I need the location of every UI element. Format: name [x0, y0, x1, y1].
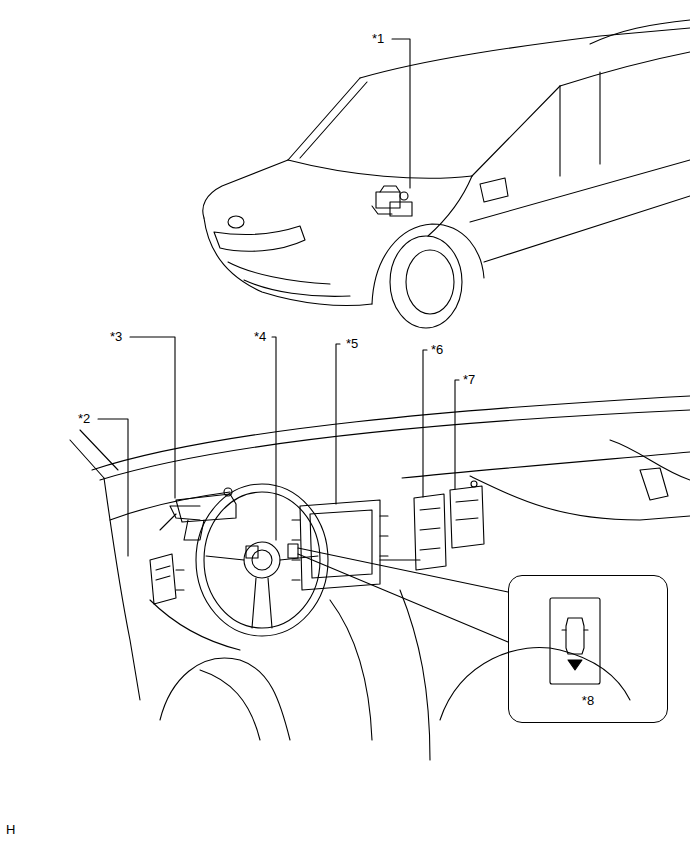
airbag-module [160, 488, 236, 540]
switch [288, 544, 298, 558]
inset-box: *8 [508, 575, 668, 723]
callout-number: *8 [509, 693, 667, 709]
callout-number: *1 [372, 31, 384, 47]
dash-top [100, 410, 690, 480]
seat [440, 648, 630, 720]
steering-wheel [196, 484, 328, 636]
headlight [214, 226, 305, 251]
bumper-line [228, 262, 330, 284]
a-pillar [80, 430, 118, 470]
front-bumper [204, 218, 372, 306]
ecu [450, 481, 484, 548]
hood-edge [203, 160, 288, 218]
ecu [414, 494, 446, 570]
center-console [330, 600, 372, 740]
figure-code: H [6, 822, 15, 838]
air-vent [640, 468, 668, 500]
dash-line [610, 440, 690, 480]
callout-number: *7 [463, 372, 475, 388]
spiral-cable [252, 550, 272, 570]
callout-number: *6 [431, 342, 443, 358]
center-console [400, 590, 430, 760]
combination-switch [170, 506, 200, 520]
a-pillar [70, 440, 104, 478]
switch-icon [550, 598, 600, 684]
callout-number: *3 [110, 329, 122, 345]
windshield-base [288, 160, 472, 178]
roof-edge [560, 52, 690, 86]
rocker-line [484, 196, 690, 262]
steering-wheel [204, 492, 320, 628]
seat [200, 670, 260, 740]
ecu [150, 554, 184, 604]
side-mirror [480, 178, 508, 202]
bumper-line [244, 280, 350, 296]
lower-dash [150, 600, 240, 650]
wheel [406, 250, 454, 314]
dash-line [402, 452, 690, 478]
a-pillar [300, 82, 367, 158]
emblem [228, 216, 244, 228]
body-side-line [470, 160, 690, 222]
leader-line [98, 39, 508, 642]
center-console [380, 559, 420, 560]
navigation-display [292, 500, 388, 590]
roof-rear [590, 20, 690, 44]
a-pillar [472, 86, 560, 176]
door-line [599, 72, 600, 164]
spiral-cable [244, 542, 280, 578]
callout-number: *5 [346, 336, 358, 352]
callout-number: *4 [254, 329, 266, 345]
seat [160, 658, 290, 740]
brake-actuator [372, 186, 412, 216]
windshield-base [92, 396, 690, 470]
tire [390, 236, 462, 328]
door-line [559, 86, 560, 176]
a-pillar [288, 78, 360, 160]
connector [246, 546, 258, 558]
callout-number: *2 [78, 411, 90, 427]
